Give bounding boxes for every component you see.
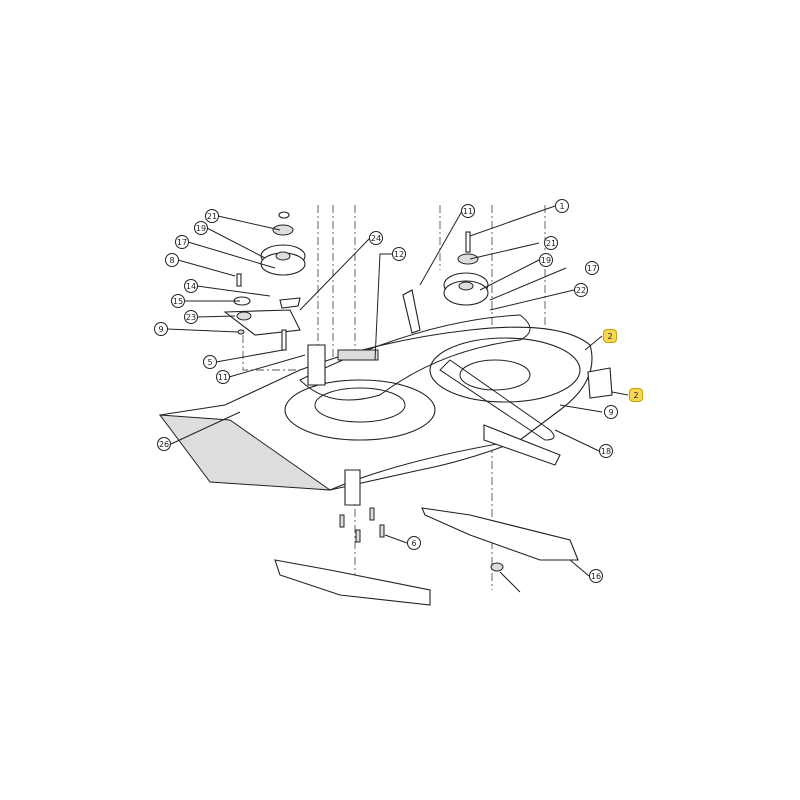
callout-11: 11 (216, 370, 230, 384)
callout-17: 17 (175, 235, 189, 249)
blade-bolts (339, 507, 385, 543)
callout-5: 5 (203, 355, 217, 369)
callout-14: 14 (184, 279, 198, 293)
callout-19: 19 (194, 221, 208, 235)
blade-adapter (490, 562, 504, 572)
leader-lines (166, 205, 629, 593)
callout-9: 9 (604, 405, 618, 419)
deck-shell (158, 326, 593, 491)
callout-8: 8 (165, 253, 179, 267)
callout-2-highlighted[interactable]: 2 (603, 329, 617, 343)
callout-18: 18 (599, 444, 613, 458)
callout-1: 1 (555, 199, 569, 213)
callout-11: 11 (461, 204, 475, 218)
callout-6: 6 (407, 536, 421, 550)
left-blade (274, 559, 431, 606)
front-hanger-bracket (483, 424, 561, 466)
callout-12: 12 (392, 247, 406, 261)
callout-24: 24 (369, 231, 383, 245)
callout-19: 19 (539, 253, 553, 267)
callout-15: 15 (171, 294, 185, 308)
callout-21: 21 (544, 236, 558, 250)
left-idler-pulley-assembly (223, 211, 306, 351)
callout-26: 26 (157, 437, 171, 451)
callout-21: 21 (205, 209, 219, 223)
mount-bracket (307, 344, 326, 386)
drive-belt (299, 314, 555, 441)
callout-22: 22 (574, 283, 588, 297)
baffle-bracket (344, 469, 361, 506)
callout-9: 9 (154, 322, 168, 336)
callout-16: 16 (589, 569, 603, 583)
callout-17: 17 (585, 261, 599, 275)
callout-23: 23 (184, 310, 198, 324)
right-blade (421, 507, 579, 561)
callout-2-highlighted[interactable]: 2 (629, 388, 643, 402)
belt-guard-strip (337, 349, 379, 361)
right-idler-pulley-assembly (402, 231, 613, 399)
